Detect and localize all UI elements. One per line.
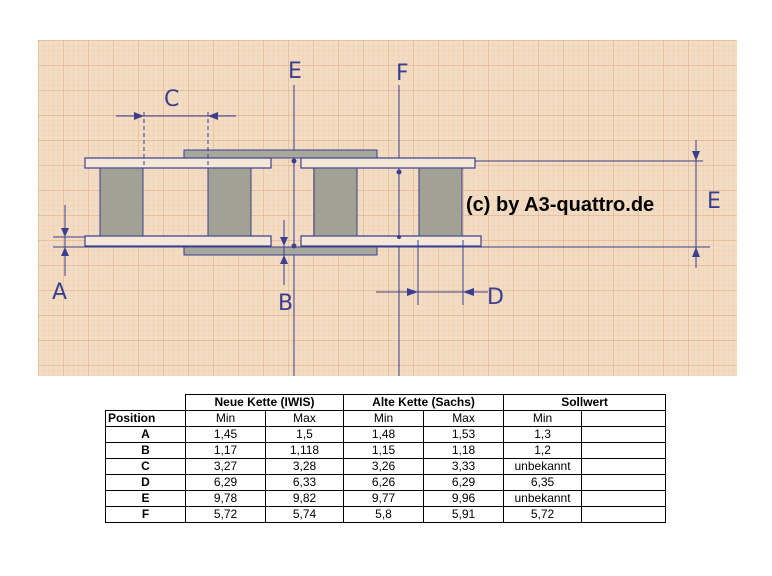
dimension-a-arrow-bottom [61, 247, 69, 256]
dimension-d-arrow-left [407, 288, 418, 296]
roller-4 [418, 167, 463, 237]
table-cell: 6,29 [185, 474, 266, 491]
pin-dot-f-top [396, 169, 402, 175]
subheader-cell: Max [264, 410, 345, 427]
copyright-watermark: (c) by A3-quattro.de [466, 194, 654, 216]
table-cell [581, 474, 667, 491]
table-cell: 5,74 [264, 506, 345, 523]
table-cell: 1,5 [264, 426, 345, 443]
label-b: B [278, 291, 293, 316]
table-cell: 9,96 [423, 490, 505, 507]
table-cell: 5,91 [423, 506, 505, 523]
table-row: C 3,27 3,28 3,26 3,33 unbekannt [105, 458, 667, 475]
inner-plate-top-right [300, 157, 476, 169]
table-cell: 1,118 [264, 442, 345, 459]
graph-paper-grid [38, 40, 737, 376]
table-row: F 5,72 5,74 5,8 5,91 5,72 [105, 506, 667, 523]
subheader-cell: Min [343, 410, 425, 427]
dimension-b-arrow-bottom [280, 255, 288, 264]
table-cell: 1,2 [503, 442, 583, 459]
table-cell: 3,26 [343, 458, 425, 475]
subheader-cell: Min [185, 410, 266, 427]
table-cell: 9,77 [343, 490, 425, 507]
table-cell: unbekannt [503, 458, 583, 475]
table-cell: 9,78 [185, 490, 266, 507]
subheader-cell: Max [423, 410, 505, 427]
outer-plate-bottom [183, 246, 378, 256]
inner-plate-bottom-left [84, 235, 272, 247]
table-cell: 1,48 [343, 426, 425, 443]
label-c: C [164, 87, 179, 112]
table-cell: 9,82 [264, 490, 345, 507]
position-header: Position [105, 410, 186, 427]
table-cell: 6,29 [423, 474, 505, 491]
table-cell: 5,72 [185, 506, 266, 523]
row-position: F [105, 506, 186, 523]
table-row: A 1,45 1,5 1,48 1,53 1,3 [105, 426, 667, 443]
group-old-chain: Alte Kette (Sachs) [343, 394, 505, 411]
table-cell: 1,3 [503, 426, 583, 443]
row-position: C [105, 458, 186, 475]
group-new-chain: Neue Kette (IWIS) [184, 394, 345, 411]
table-subheader: Position Min Max Min Max Min [105, 410, 667, 427]
dimension-e-arrow-bottom [692, 247, 700, 257]
roller-1 [99, 167, 144, 237]
label-d: D [487, 285, 504, 310]
table-corner-cell [105, 394, 186, 411]
table-cell: 6,33 [264, 474, 345, 491]
inner-plate-bottom-right [300, 235, 482, 247]
subheader-cell [581, 410, 667, 427]
table-cell: 6,35 [503, 474, 583, 491]
pin-dot-e-bottom [291, 243, 297, 249]
label-a: A [52, 280, 67, 305]
table-cell [581, 442, 667, 459]
table-cell: 6,26 [343, 474, 425, 491]
dimension-c-arrow-right [208, 112, 218, 120]
dimension-c-arrow-left [134, 112, 144, 120]
table-cell: 3,33 [423, 458, 505, 475]
table-cell: 1,45 [185, 426, 266, 443]
pin-dot-f-bottom [397, 235, 401, 239]
pin-dot-e-top [291, 158, 297, 164]
dimension-a-arrow-top [61, 228, 69, 237]
table-cell: 3,28 [264, 458, 345, 475]
table-cell: 1,18 [423, 442, 505, 459]
chain-measurement-table: Neue Kette (IWIS) Alte Kette (Sachs) Sol… [105, 394, 667, 523]
dimension-d-arrow-right [463, 288, 474, 296]
table-row: B 1,17 1,118 1,15 1,18 1,2 [105, 442, 667, 459]
table-cell: unbekannt [503, 490, 583, 507]
label-e-side: E [707, 189, 721, 214]
dimension-b-arrow-top [280, 237, 288, 246]
table-cell: 1,17 [185, 442, 266, 459]
table-cell: 5,72 [503, 506, 583, 523]
inner-plate-top-left [84, 157, 272, 169]
table-cell [581, 458, 667, 475]
table-row: D 6,29 6,33 6,26 6,29 6,35 [105, 474, 667, 491]
table-cell: 5,8 [343, 506, 425, 523]
table-cell: 1,53 [423, 426, 505, 443]
table-cell [581, 506, 667, 523]
chain-measurement-drawing: C E F E A B D (c) by A3-quattro.de [38, 40, 737, 376]
row-position: B [105, 442, 186, 459]
label-e-top: E [288, 59, 302, 84]
table-cell: 1,15 [343, 442, 425, 459]
row-position: D [105, 474, 186, 491]
row-position: E [105, 490, 186, 507]
table-cell [581, 490, 667, 507]
table-group-header: Neue Kette (IWIS) Alte Kette (Sachs) Sol… [105, 394, 667, 411]
row-position: A [105, 426, 186, 443]
roller-3 [313, 167, 358, 237]
subheader-cell: Min [503, 410, 583, 427]
group-target-value: Sollwert [503, 394, 667, 411]
roller-2 [207, 167, 252, 237]
table-row: E 9,78 9,82 9,77 9,96 unbekannt [105, 490, 667, 507]
outer-plate-top [183, 149, 378, 159]
table-cell: 3,27 [185, 458, 266, 475]
dimension-e-arrow-top [692, 151, 700, 161]
label-f: F [396, 61, 409, 86]
table-cell [581, 426, 667, 443]
